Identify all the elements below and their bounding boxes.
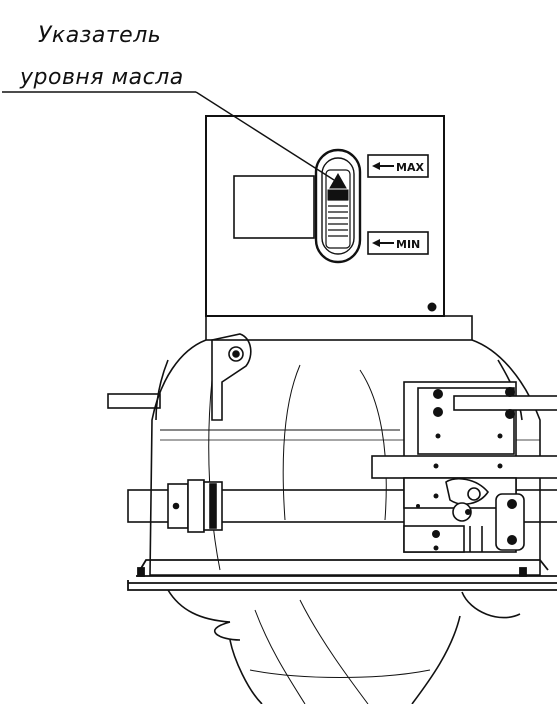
callout-leader — [2, 91, 335, 181]
min-label: MIN — [396, 238, 420, 251]
oil-level-indicator — [314, 148, 362, 264]
callout-line-2: уровня масла — [19, 65, 184, 90]
min-label-plate: MIN — [367, 231, 429, 255]
max-label: MAX — [396, 161, 424, 174]
callout-line-1: Указатель — [38, 23, 161, 48]
upper-housing — [205, 115, 445, 317]
max-label-plate: MAX — [367, 154, 429, 178]
lower-leg — [167, 589, 521, 704]
right-mechanism — [371, 381, 557, 553]
base-flange — [127, 559, 557, 591]
horizontal-shaft — [127, 479, 557, 533]
